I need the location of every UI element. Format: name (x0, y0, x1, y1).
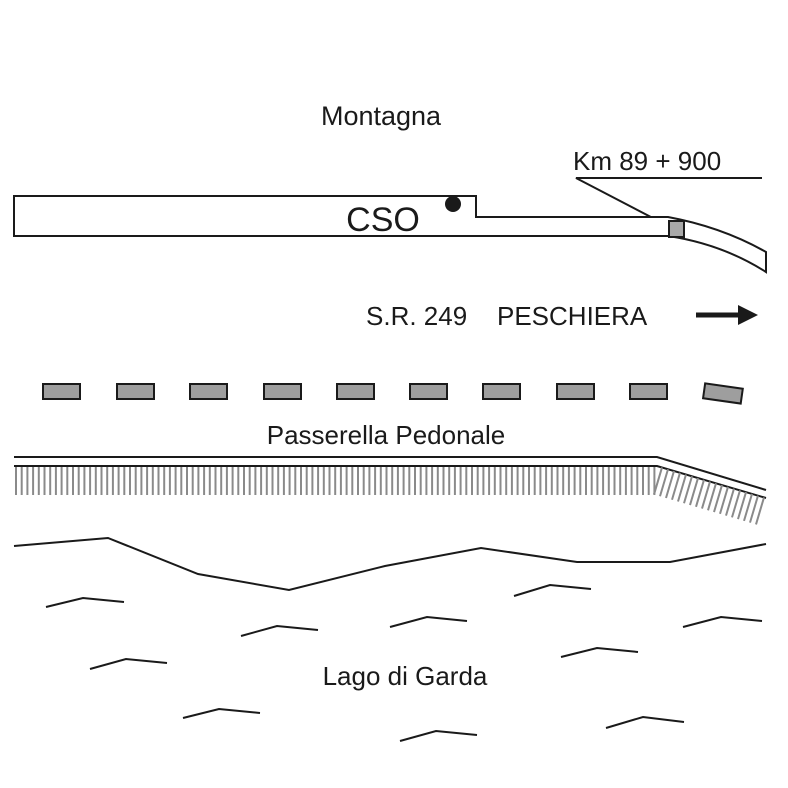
dot-icon (445, 196, 461, 212)
hatch-tick (683, 475, 693, 504)
footbridge-edge-lower (14, 465, 767, 499)
arrow-right-icon (696, 305, 758, 325)
hatch-tick (713, 484, 723, 513)
lake-label: Lago di Garda (323, 661, 488, 691)
cso-label: CSO (346, 201, 420, 239)
mountain-label: Montagna (321, 101, 442, 131)
hatch-tick (659, 468, 669, 497)
hatch-tick (653, 467, 663, 495)
wave-mark (389, 615, 468, 628)
square-marker-icon (668, 220, 685, 238)
hatch-tick (755, 497, 765, 525)
wave-mark (399, 729, 478, 742)
road-dash (556, 383, 595, 400)
road-center-dashes (42, 382, 744, 405)
road-dash (42, 383, 81, 400)
road-dash (116, 383, 155, 400)
wave-mark (605, 715, 685, 729)
hatch-tick (677, 474, 687, 502)
road-label: S.R. 249 (366, 301, 467, 331)
km-leader-line (575, 177, 762, 229)
wave-mark (240, 624, 319, 637)
footbridge-edge-upper (14, 456, 767, 491)
hatch-tick (749, 495, 759, 523)
water-waves (45, 583, 763, 742)
hatch-tick (725, 488, 735, 516)
wave-mark (682, 615, 763, 628)
road-dash (482, 383, 521, 400)
wave-mark (45, 596, 125, 608)
hatch-tick (719, 486, 729, 515)
shoreline (13, 536, 767, 592)
road-dash (189, 383, 228, 400)
hatch-tick (731, 490, 741, 518)
road-dash (701, 382, 744, 405)
footbridge-hatching (15, 467, 765, 525)
hatch-tick (665, 470, 675, 499)
hatch-tick (689, 477, 699, 506)
wave-mark (560, 646, 639, 658)
hatch-tick (737, 491, 747, 520)
wave-mark (182, 707, 261, 719)
road-dash (336, 383, 375, 400)
hatch-tick (701, 481, 711, 509)
km-marker-label: Km 89 + 900 (573, 146, 721, 176)
hatch-tick (707, 483, 717, 511)
wave-mark (513, 583, 592, 597)
footbridge-label: Passerella Pedonale (267, 420, 506, 450)
road-dash (629, 383, 668, 400)
wave-mark (89, 657, 168, 670)
hatch-tick (695, 479, 705, 508)
hatch-tick (743, 493, 753, 522)
hatch-tick (671, 472, 681, 501)
road-dash (263, 383, 302, 400)
cso-structure-outline (13, 195, 767, 274)
direction-label: PESCHIERA (497, 301, 648, 331)
road-dash (409, 383, 448, 400)
